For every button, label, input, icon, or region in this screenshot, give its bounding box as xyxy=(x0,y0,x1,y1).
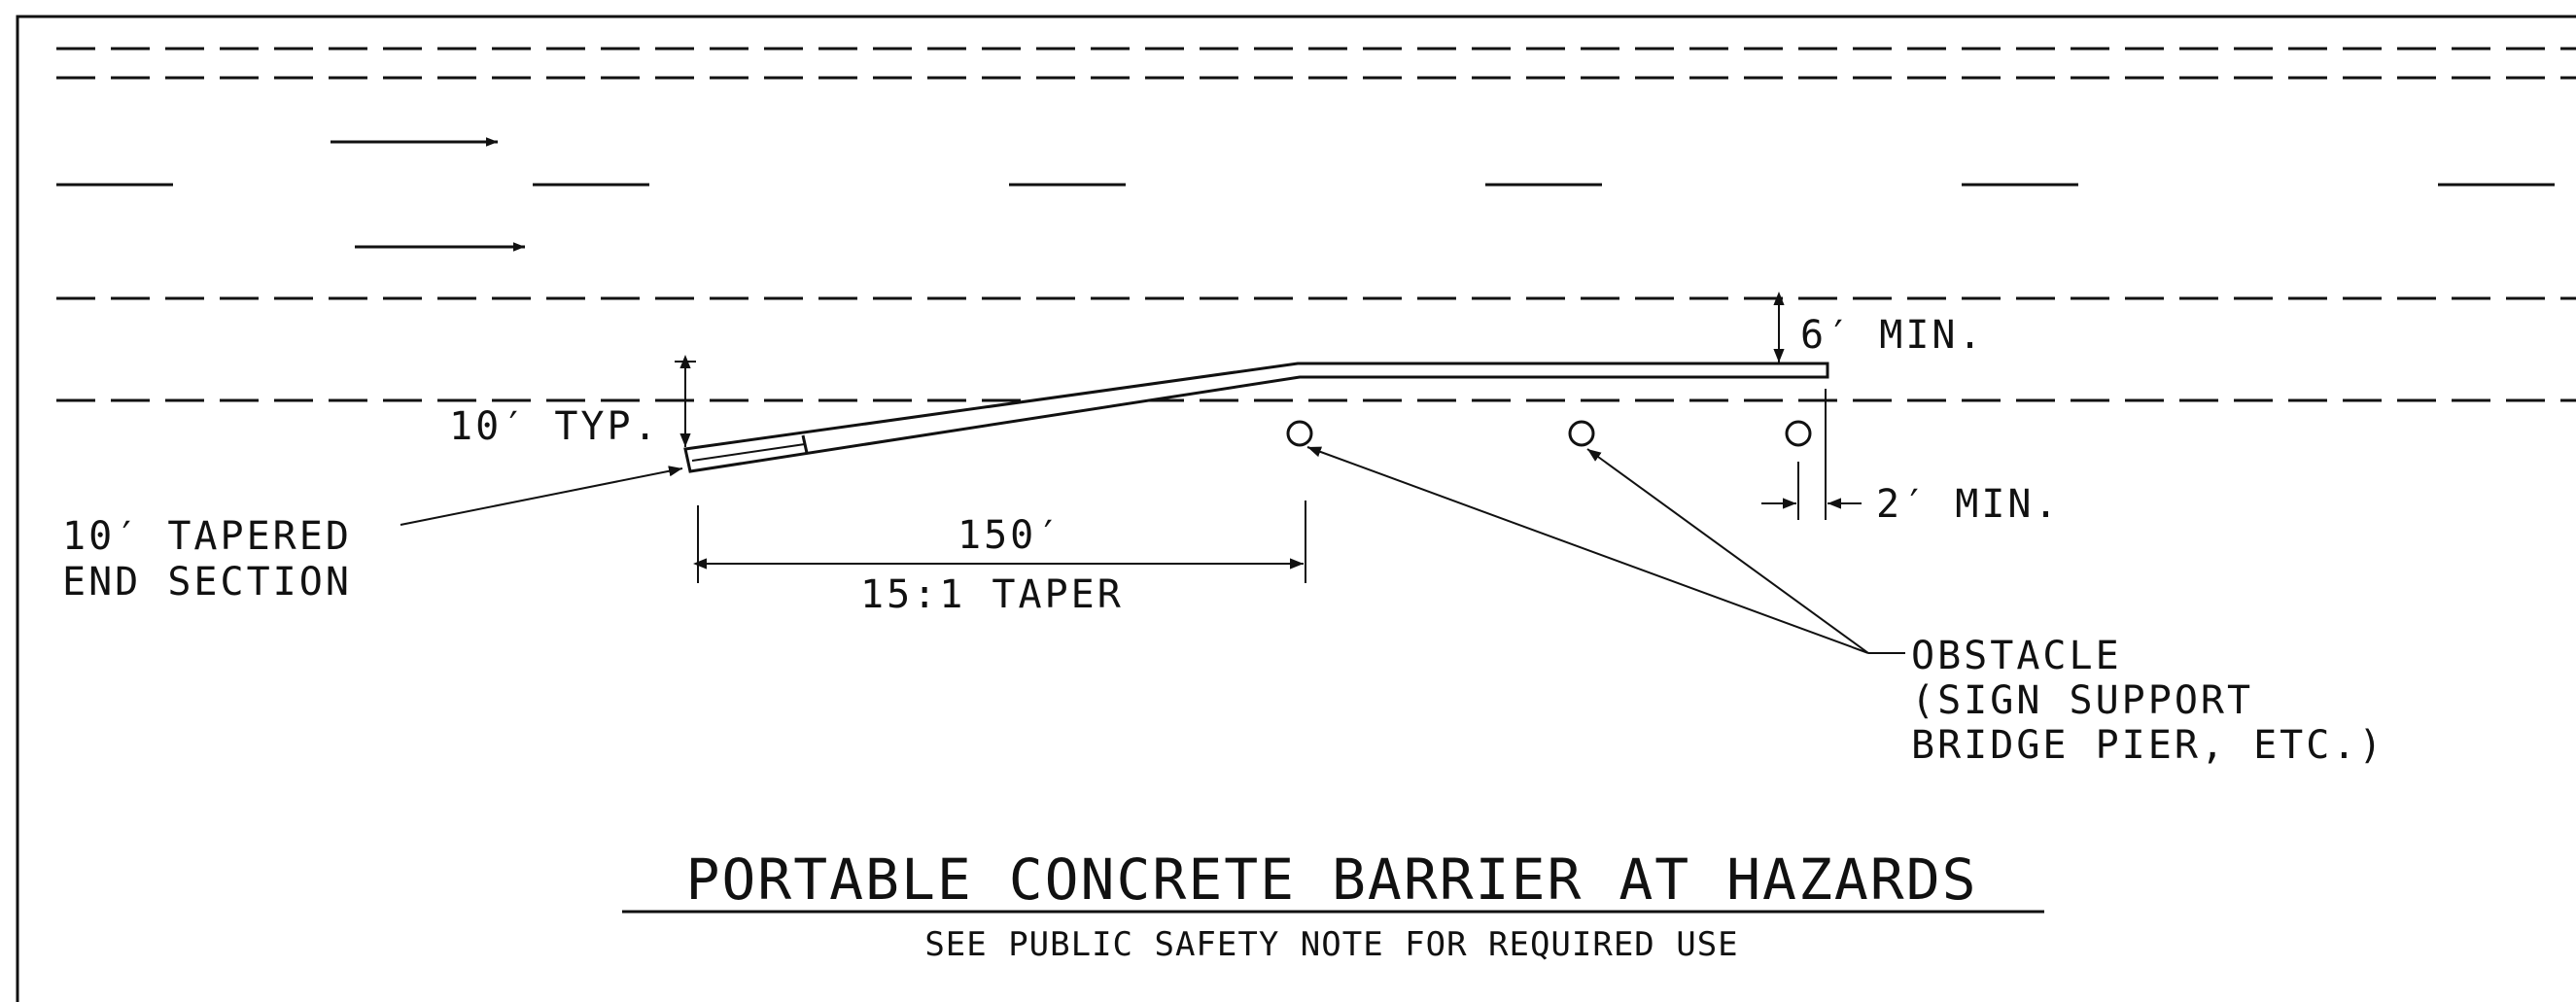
two-foot-min-label: 2′ MIN. xyxy=(1876,482,2061,527)
tapered-end-label-line2: END SECTION xyxy=(62,560,352,605)
portable-concrete-barrier xyxy=(683,362,1829,473)
obstacle-leader-2 xyxy=(1586,448,1869,654)
drawing-title: PORTABLE CONCRETE BARRIER AT HAZARDS xyxy=(685,847,1977,913)
drawing-border xyxy=(16,15,2576,1002)
obstacle-leader-1 xyxy=(1306,446,1869,654)
obstacle-circle-3 xyxy=(1785,420,1812,447)
obstacle-circle-1 xyxy=(1286,420,1313,447)
tapered-end-section-fill xyxy=(691,443,806,462)
obstacle-label-line2: (SIGN SUPPORT xyxy=(1911,678,2253,723)
six-foot-min-label: 6′ MIN. xyxy=(1800,313,1985,358)
obstacle-label-line1: OBSTACLE xyxy=(1911,634,2122,678)
taper-ratio-label: 15:1 TAPER xyxy=(860,572,1124,617)
ten-foot-typ-label: 10′ TYP. xyxy=(449,404,660,449)
tapered-end-leader xyxy=(400,466,683,526)
obstacle-circle-2 xyxy=(1568,420,1595,447)
taper-length-label: 150′ xyxy=(957,513,1062,558)
tapered-end-label-line1: 10′ TAPERED xyxy=(62,514,352,559)
obstacle-label-line3: BRIDGE PIER, ETC.) xyxy=(1911,723,2385,768)
drawing-subtitle: SEE PUBLIC SAFETY NOTE FOR REQUIRED USE xyxy=(924,925,1738,964)
